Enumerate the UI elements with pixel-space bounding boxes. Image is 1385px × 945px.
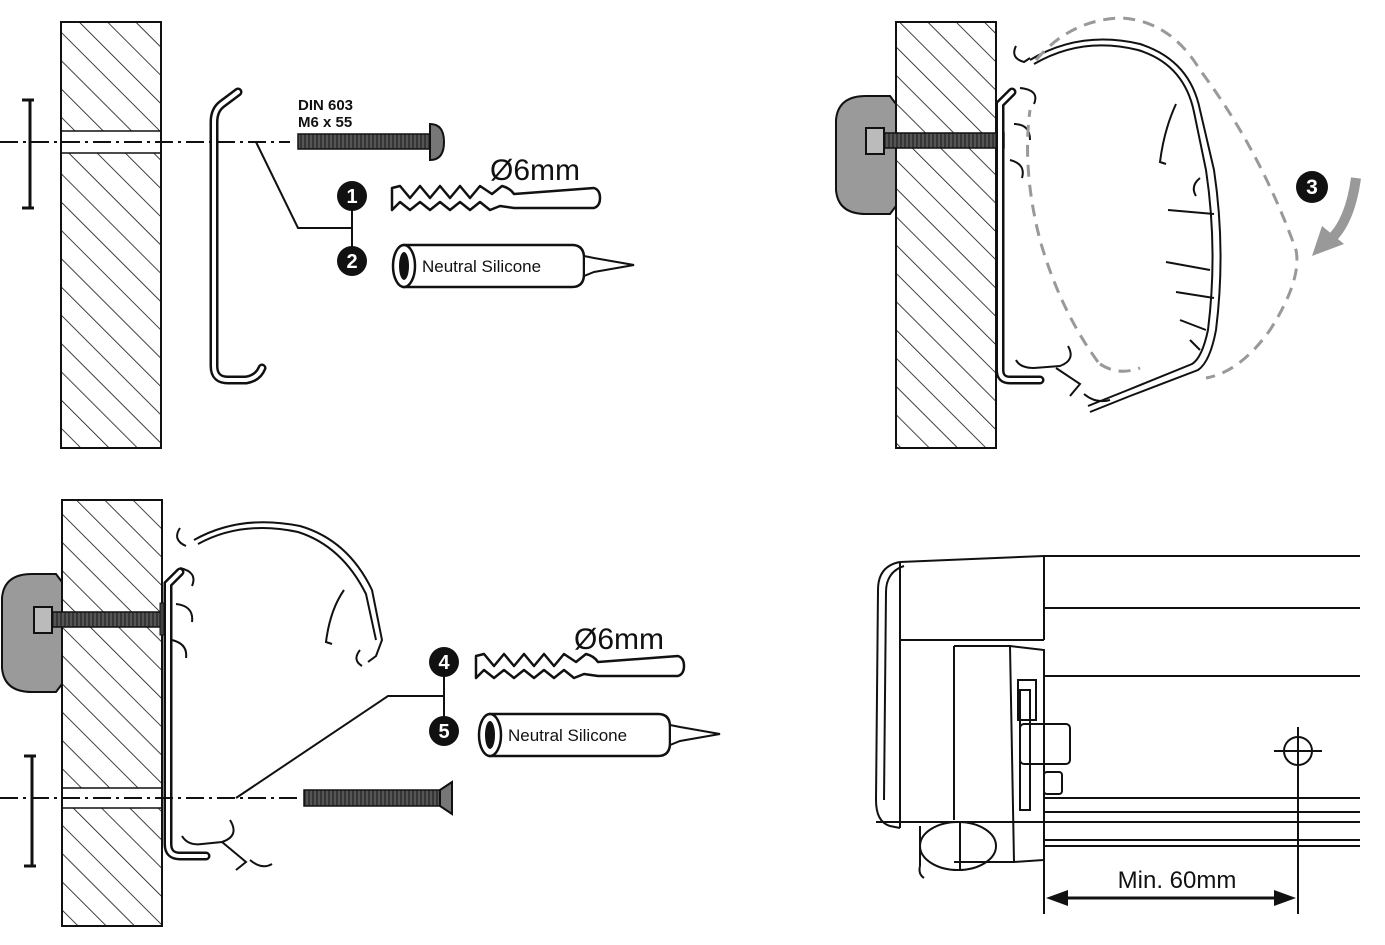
step-number-5: 5 xyxy=(438,721,449,743)
silicone-label: Neutral Silicone xyxy=(508,726,627,745)
wall-section xyxy=(60,21,162,449)
drill-diameter-label: Ø6mm xyxy=(574,623,664,656)
step-badge-5 xyxy=(429,716,459,746)
silicone-label: Neutral Silicone xyxy=(422,257,541,276)
panel-min-distance: Min. 60mm xyxy=(874,555,1360,914)
panel-step-4-5: 4 5 Ø6mm Neutral Silicone xyxy=(0,499,721,927)
step-badge-2 xyxy=(337,246,367,276)
rotate-arrow-icon xyxy=(1312,177,1361,256)
awning-profile xyxy=(171,521,384,871)
min-distance-label: Min. 60mm xyxy=(1118,867,1237,894)
step-badge-4 xyxy=(429,647,459,677)
panel-step-1-2: 1 2 DIN 603 M6 x 55 Ø6mm Neutral Silicon… xyxy=(0,21,635,449)
leader-line xyxy=(255,141,352,229)
wall-section xyxy=(61,499,163,927)
rail-profile xyxy=(163,567,211,861)
drill-diameter-label: Ø6mm xyxy=(490,154,580,187)
step-badge-3 xyxy=(1296,171,1328,203)
step-number-4: 4 xyxy=(438,652,450,674)
panel-step-3: 3 xyxy=(835,16,1361,449)
step-number-3: 3 xyxy=(1306,176,1318,199)
drill-hole xyxy=(63,788,161,808)
awning-end-cap xyxy=(1,573,63,693)
back-plate xyxy=(22,98,34,210)
rotation-path xyxy=(1026,16,1299,380)
screw-spec-line1: DIN 603 xyxy=(298,97,353,114)
dimension-arrow xyxy=(1046,890,1296,906)
silicone-tube-icon xyxy=(477,712,721,758)
back-plate xyxy=(24,754,36,868)
rail-profile xyxy=(209,87,267,385)
screw-icon xyxy=(297,122,446,162)
silicone-tube-icon xyxy=(391,243,635,289)
awning-housing xyxy=(874,555,1360,879)
drill-bit-icon xyxy=(474,652,686,680)
step-badge-1 xyxy=(337,181,367,211)
crosshair-icon xyxy=(1274,727,1322,775)
step-number-2: 2 xyxy=(346,251,357,273)
step-number-1: 1 xyxy=(346,186,357,208)
leader-line xyxy=(235,695,444,799)
wall-section xyxy=(895,21,997,449)
awning-profile xyxy=(1009,38,1222,413)
screw-spec-line2: M6 x 55 xyxy=(298,114,352,131)
drill-bit-icon xyxy=(390,184,602,212)
countersunk-screw-icon xyxy=(303,780,453,816)
rail-profile xyxy=(995,87,1045,385)
